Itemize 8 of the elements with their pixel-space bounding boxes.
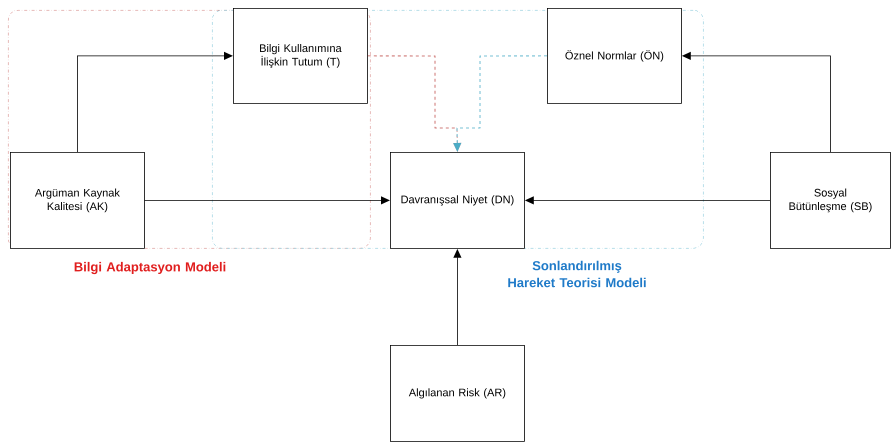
process-box: Sosyal Bütünleşme (SB) [770,152,891,249]
process-box: Argüman Kaynak Kalitesi (AK) [10,152,145,249]
region-title: Bilgi Adaptasyon Modeli [74,262,226,274]
process-box: Davranışsal Niyet (DN) [390,152,525,249]
process-box: Öznel Normlar (ÖN) [547,8,682,104]
region-title: Sonlandırılmış Hareket Teorisi Modeli [508,260,646,288]
process-box: Algılanan Risk (AR) [390,345,525,442]
process-box: Bilgi Kullanımına İlişkin Tutum (T) [233,8,368,104]
